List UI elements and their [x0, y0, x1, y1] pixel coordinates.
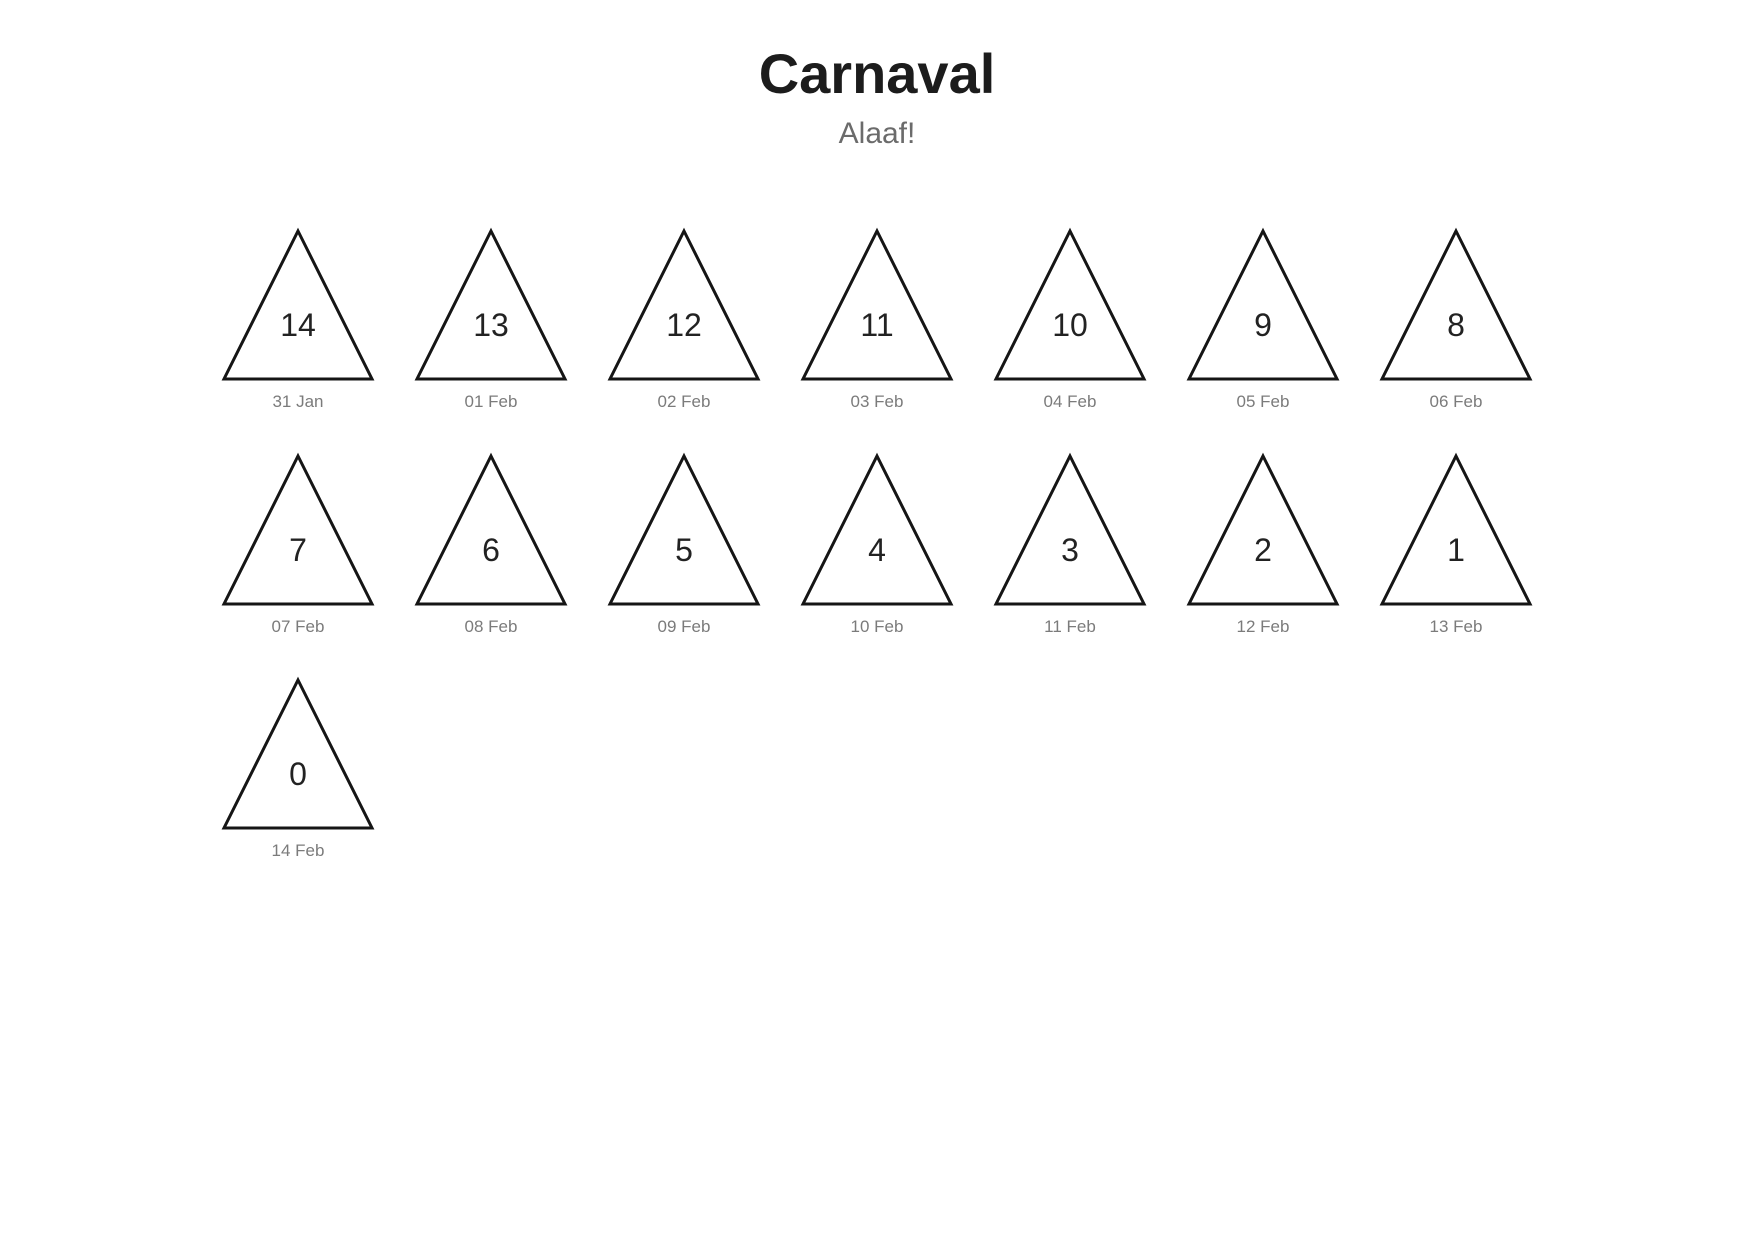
- countdown-item: 10 04 Feb: [993, 227, 1147, 412]
- days-left-number: 12: [666, 307, 702, 343]
- triangle-up-icon: 5: [607, 452, 761, 606]
- triangle-up-icon: 3: [993, 452, 1147, 606]
- days-left-number: 9: [1254, 307, 1272, 343]
- days-left-number: 0: [289, 756, 307, 792]
- figure-title: Carnaval: [758, 42, 996, 105]
- days-left-number: 14: [280, 307, 316, 343]
- triangle-up-icon: 13: [414, 227, 568, 381]
- date-label: 08 Feb: [464, 616, 518, 636]
- days-left-number: 5: [675, 532, 693, 568]
- countdown-item: 11 03 Feb: [800, 227, 954, 412]
- days-left-number: 8: [1447, 307, 1465, 343]
- countdown-item: 8 06 Feb: [1379, 227, 1533, 412]
- countdown-item: 6 08 Feb: [414, 452, 568, 637]
- days-left-number: 4: [868, 532, 886, 568]
- days-left-number: 1: [1447, 532, 1465, 568]
- triangle-outline: [993, 452, 1147, 606]
- triangle-outline: [1379, 227, 1533, 381]
- triangle-up-icon: 1: [1379, 452, 1533, 606]
- days-left-number: 11: [860, 307, 893, 343]
- triangle-up-icon: 9: [1186, 227, 1340, 381]
- triangle-up-icon: 14: [221, 227, 375, 381]
- countdown-grid: 14 31 Jan 13 01 Feb 12 02 Feb 11 03 Feb …: [221, 227, 1533, 861]
- triangle-outline: [607, 227, 761, 381]
- days-left-number: 3: [1061, 532, 1079, 568]
- triangle-outline: [993, 227, 1147, 381]
- date-label: 12 Feb: [1236, 616, 1290, 636]
- date-label: 05 Feb: [1236, 392, 1290, 411]
- date-label: 10 Feb: [850, 616, 904, 636]
- days-left-number: 7: [289, 532, 307, 568]
- days-left-number: 2: [1254, 532, 1272, 568]
- figure-header: Carnaval Alaaf!: [0, 0, 1754, 152]
- countdown-item: 1 13 Feb: [1379, 452, 1533, 637]
- triangle-outline: [221, 227, 375, 381]
- date-label: 03 Feb: [850, 392, 904, 411]
- triangle-up-icon: 2: [1186, 452, 1340, 606]
- days-left-number: 13: [473, 307, 509, 343]
- triangle-up-icon: 10: [993, 227, 1147, 381]
- triangle-up-icon: 12: [607, 227, 761, 381]
- countdown-item: 0 14 Feb: [221, 676, 375, 861]
- date-label: 31 Jan: [272, 392, 324, 411]
- triangle-up-icon: 11: [800, 227, 954, 381]
- countdown-item: 4 10 Feb: [800, 452, 954, 637]
- date-label: 11 Feb: [1044, 616, 1096, 636]
- countdown-item: 3 11 Feb: [993, 452, 1147, 637]
- date-label: 02 Feb: [657, 392, 711, 411]
- countdown-item: 2 12 Feb: [1186, 452, 1340, 637]
- date-label: 04 Feb: [1043, 392, 1097, 411]
- triangle-outline: [221, 452, 375, 606]
- figure-subtitle: Alaaf!: [838, 117, 916, 150]
- days-left-number: 6: [482, 532, 500, 568]
- triangle-up-icon: 4: [800, 452, 954, 606]
- triangle-up-icon: 7: [221, 452, 375, 606]
- date-label: 14 Feb: [271, 841, 325, 861]
- days-left-number: 10: [1052, 307, 1088, 343]
- date-label: 06 Feb: [1429, 392, 1483, 411]
- triangle-outline: [1379, 452, 1533, 606]
- date-label: 07 Feb: [271, 616, 325, 636]
- countdown-item: 9 05 Feb: [1186, 227, 1340, 412]
- triangle-up-icon: 6: [414, 452, 568, 606]
- countdown-item: 7 07 Feb: [221, 452, 375, 637]
- triangle-outline: [800, 227, 954, 381]
- triangle-outline: [607, 452, 761, 606]
- date-label: 13 Feb: [1429, 616, 1483, 636]
- carnaval-countdown-figure: Carnaval Alaaf! 14 31 Jan 13 01 Feb 12 0…: [0, 0, 1754, 861]
- triangle-up-icon: 0: [221, 676, 375, 830]
- countdown-item: 12 02 Feb: [607, 227, 761, 412]
- countdown-item: 13 01 Feb: [414, 227, 568, 412]
- triangle-outline: [414, 452, 568, 606]
- triangle-outline: [1186, 227, 1340, 381]
- triangle-outline: [800, 452, 954, 606]
- triangle-outline: [414, 227, 568, 381]
- triangle-outline: [1186, 452, 1340, 606]
- countdown-item: 14 31 Jan: [221, 227, 375, 412]
- triangle-outline: [221, 676, 375, 830]
- triangle-up-icon: 8: [1379, 227, 1533, 381]
- countdown-item: 5 09 Feb: [607, 452, 761, 637]
- date-label: 01 Feb: [464, 392, 518, 411]
- date-label: 09 Feb: [657, 616, 711, 636]
